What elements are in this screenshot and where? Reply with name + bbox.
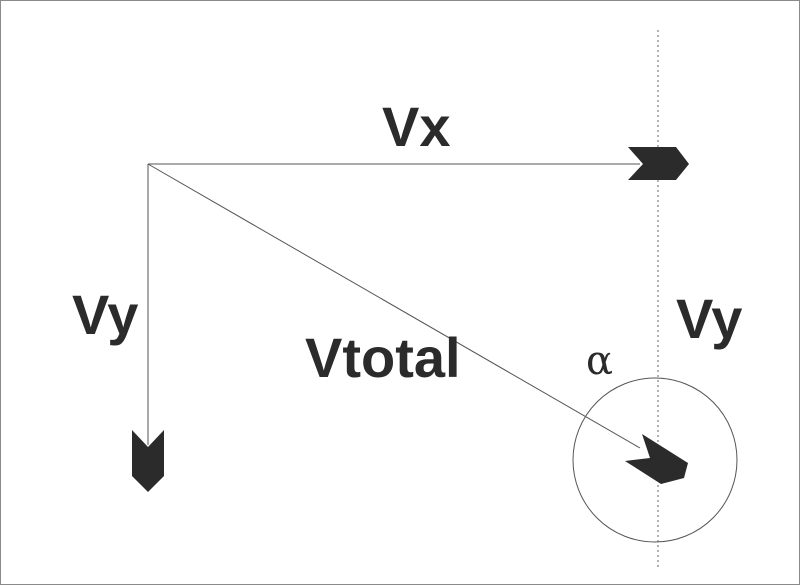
vtotal-vector-line — [147, 163, 641, 449]
vy-left-label: Vy — [72, 283, 138, 346]
angle-circle — [572, 377, 738, 543]
alpha-label: α — [586, 338, 613, 384]
vy-arrow-head — [132, 430, 164, 492]
vx-arrow-head — [628, 147, 689, 180]
vx-label: Vx — [382, 95, 451, 158]
vy-right-label: Vy — [676, 287, 742, 350]
vtotal-arrow-head — [625, 434, 688, 484]
vtotal-label: Vtotal — [305, 326, 461, 389]
